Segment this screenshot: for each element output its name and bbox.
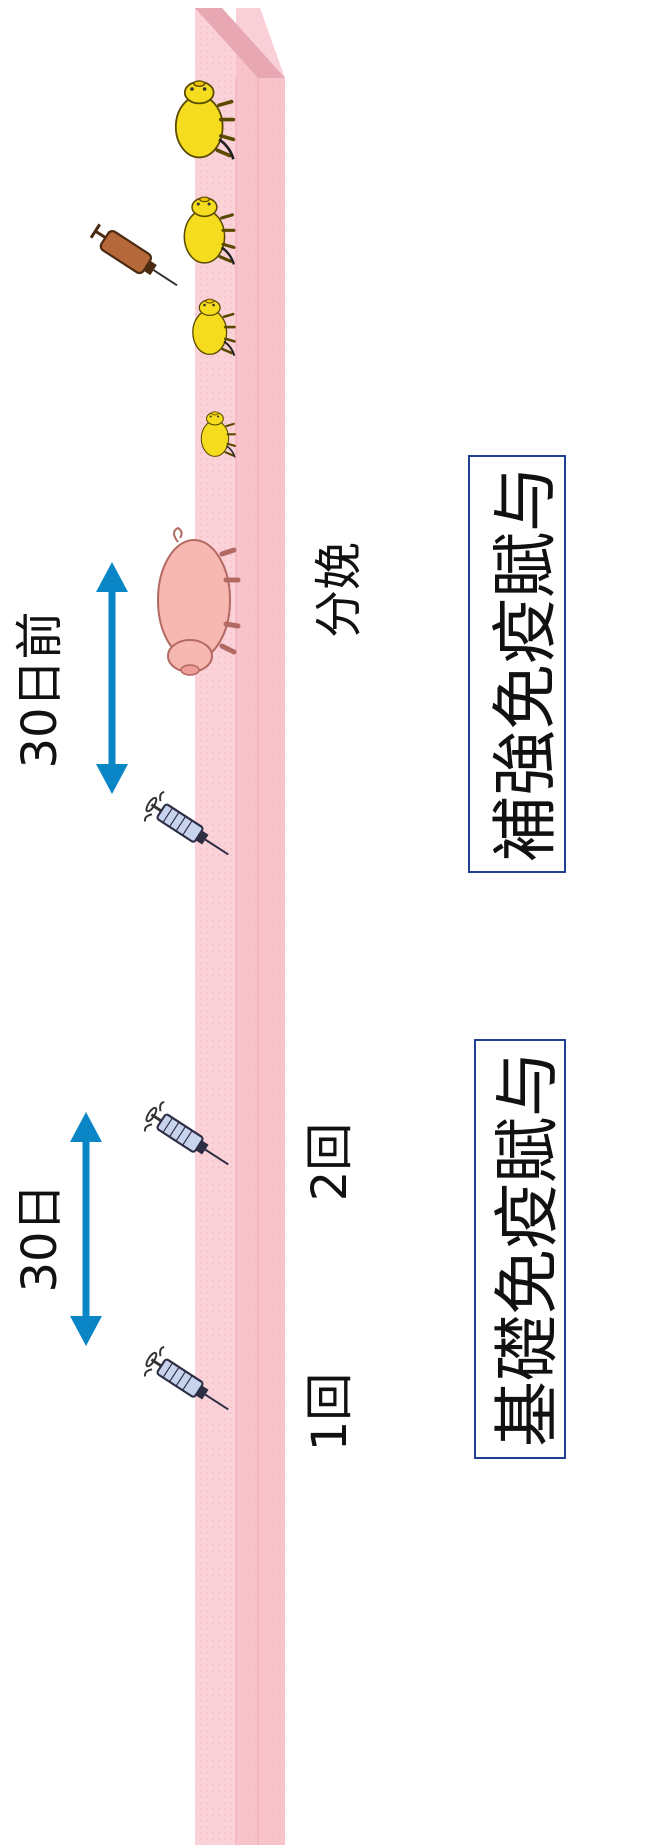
interval-arrow	[70, 1112, 102, 1346]
first-dose-label: 1回	[302, 1373, 358, 1452]
before-farrowing-label: 30日前	[12, 611, 68, 768]
basic-immunization-label: 基礎免疫賦与	[489, 1051, 566, 1447]
sow-icon	[157, 526, 241, 676]
booster-immunization-box: 補強免疫賦与	[468, 455, 566, 873]
timeline-band	[195, 8, 285, 1845]
second-dose-label: 2回	[302, 1123, 358, 1202]
farrowing-label: 分娩	[311, 542, 367, 638]
interval-label: 30日	[12, 1183, 68, 1292]
brown-syringe-icon	[89, 223, 178, 287]
booster-immunization-label: 補強免疫賦与	[487, 466, 564, 862]
before-farrowing-arrow	[96, 562, 128, 794]
basic-immunization-box: 基礎免疫賦与	[474, 1039, 566, 1459]
